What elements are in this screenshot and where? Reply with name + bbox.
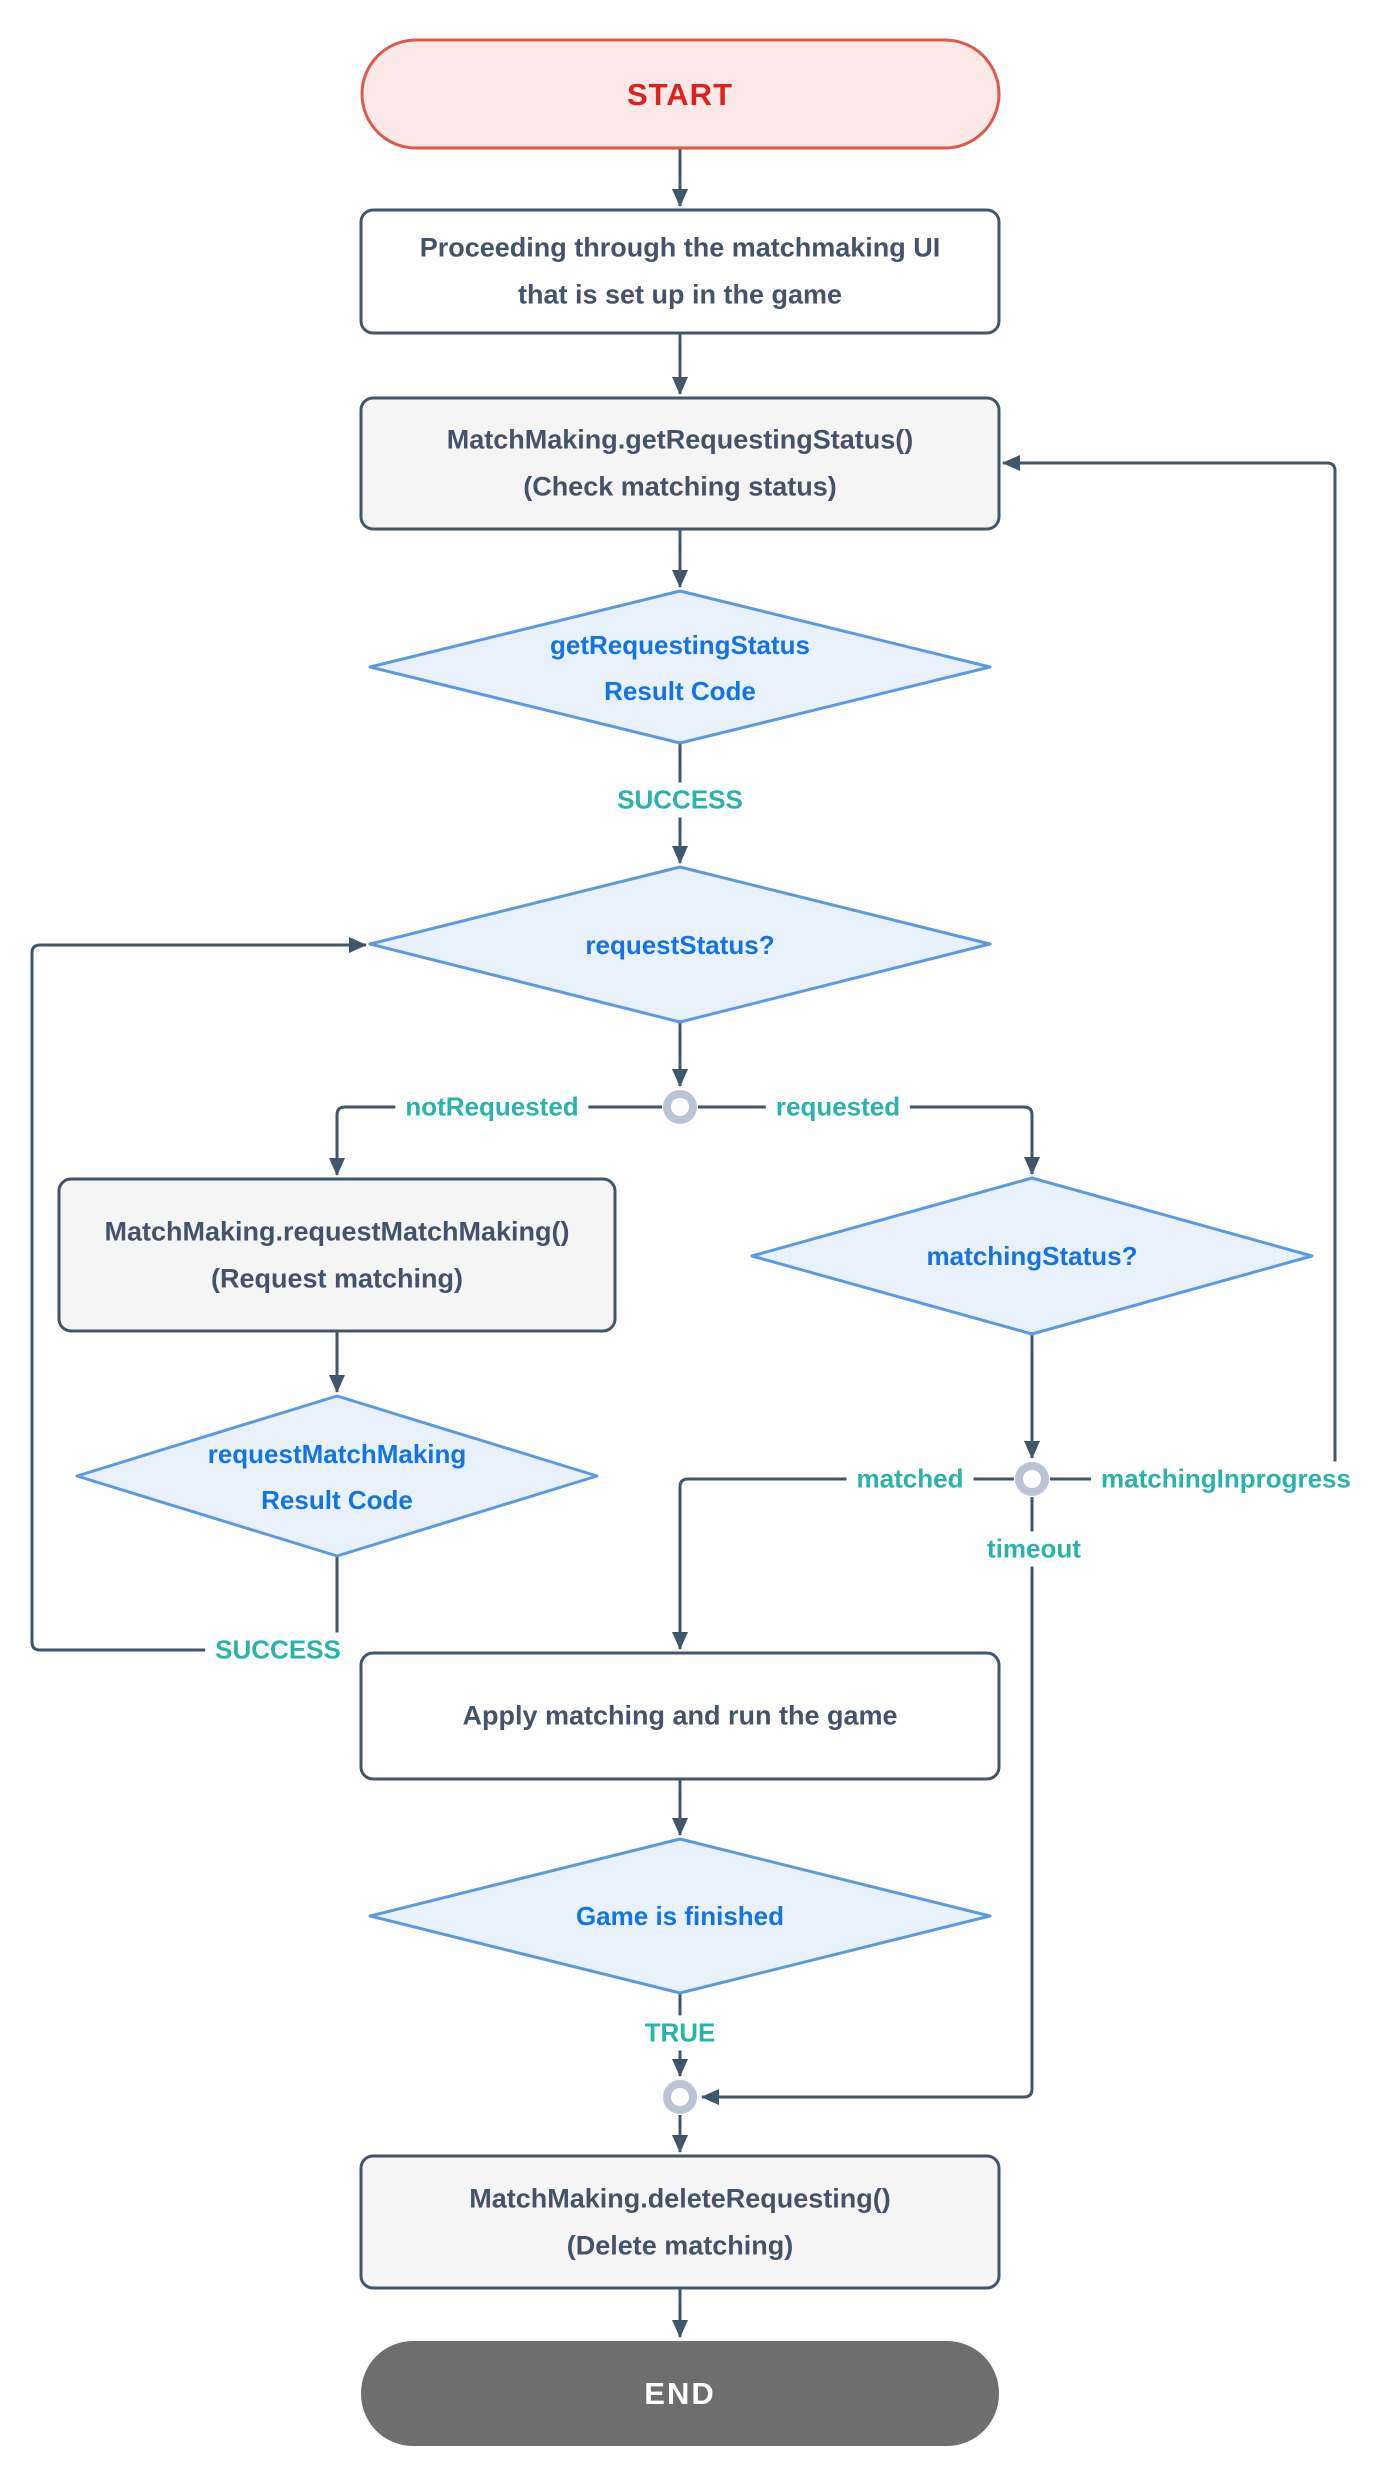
start-node-shape xyxy=(360,38,1001,150)
edge-notrequested xyxy=(329,1105,662,1176)
get-requesting-status-line1: MatchMaking.getRequestingStatus() xyxy=(446,424,914,455)
apply-matching-node-shape xyxy=(359,1651,1001,1781)
proceed-ui-line2: that is set up in the game xyxy=(517,279,843,310)
request-status-diamond xyxy=(368,865,992,1024)
connector-node-3 xyxy=(663,2080,697,2114)
edge-label-matched: matched xyxy=(846,1461,974,1497)
edge-label-requested: requested xyxy=(765,1089,911,1125)
game-finished-diamond xyxy=(368,1837,992,1995)
get-requesting-status-result-diamond xyxy=(368,589,992,745)
start-label: START xyxy=(626,77,734,112)
edge-label-success-get: SUCCESS xyxy=(607,782,753,818)
edge-label-matching-inprogress: matchingInprogress xyxy=(1091,1461,1361,1497)
get-requesting-status-line2: (Check matching status) xyxy=(523,471,837,502)
request-matchmaking-node-shape xyxy=(57,1177,617,1333)
proceed-ui-line1: Proceeding through the matchmaking UI xyxy=(419,232,941,263)
edge-label-not-requested: notRequested xyxy=(395,1089,589,1125)
request-matchmaking-result-line1: requestMatchMaking xyxy=(207,1439,467,1469)
matching-status-diamond xyxy=(750,1176,1314,1336)
delete-requesting-line1: MatchMaking.deleteRequesting() xyxy=(469,2183,891,2214)
get-requesting-status-node-shape xyxy=(359,396,1001,531)
connector-node-1 xyxy=(663,1090,697,1124)
end-label: END xyxy=(644,2376,716,2411)
request-matchmaking-line2: (Request matching) xyxy=(210,1263,464,1294)
connector-node-2 xyxy=(1015,1462,1049,1496)
edge-matched xyxy=(672,1477,1014,1650)
game-finished-label: Game is finished xyxy=(575,1901,785,1931)
request-matchmaking-result-line2: Result Code xyxy=(261,1485,413,1515)
edge-label-timeout: timeout xyxy=(977,1531,1091,1567)
request-matchmaking-line1: MatchMaking.requestMatchMaking() xyxy=(104,1216,570,1247)
edge-timeout xyxy=(701,1497,1034,2105)
delete-requesting-node-shape xyxy=(359,2154,1001,2290)
proceed-ui-node-shape xyxy=(359,208,1001,335)
get-requesting-status-result-line2: Result Code xyxy=(604,676,756,706)
edge-label-success-request: SUCCESS xyxy=(205,1632,351,1668)
request-status-label: requestStatus? xyxy=(585,930,775,960)
request-matchmaking-result-diamond xyxy=(75,1394,599,1558)
apply-matching-label: Apply matching and run the game xyxy=(462,1700,898,1731)
edge-requested xyxy=(698,1105,1040,1175)
edge-label-true: TRUE xyxy=(634,2015,726,2051)
end-node-shape xyxy=(361,2341,999,2446)
delete-requesting-line2: (Delete matching) xyxy=(566,2230,794,2261)
matching-status-label: matchingStatus? xyxy=(926,1241,1138,1271)
get-requesting-status-result-line1: getRequestingStatus xyxy=(549,630,811,660)
